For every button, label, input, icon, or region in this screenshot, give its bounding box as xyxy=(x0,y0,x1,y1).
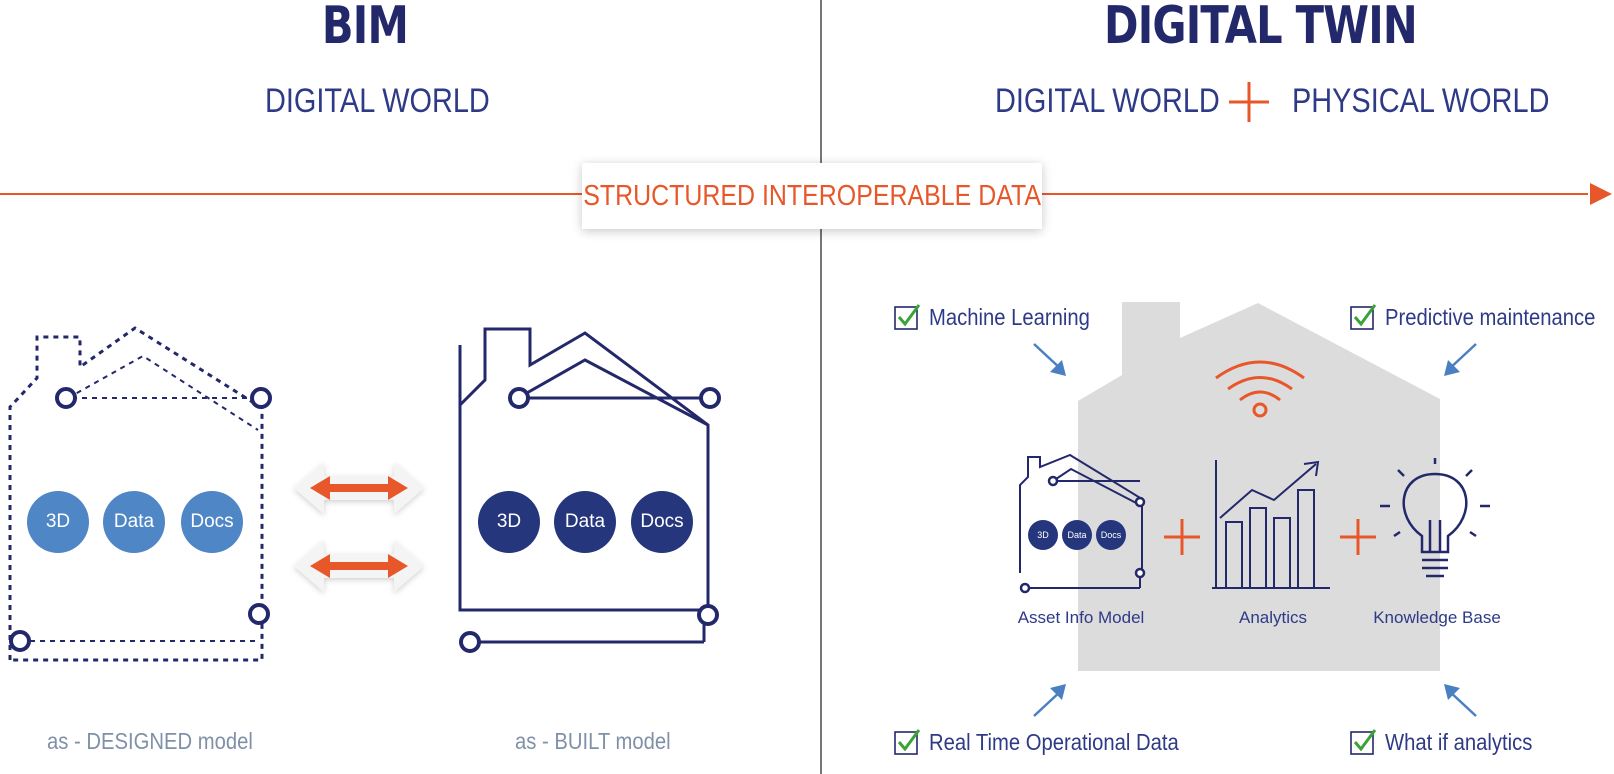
digital-twin-subtitle-digital: DIGITAL WORLD xyxy=(995,82,1220,120)
feature-machine-learning: Machine Learning xyxy=(893,303,1112,331)
arrow-icon xyxy=(1444,343,1477,376)
asset-info-model-label: Asset Info Model xyxy=(1017,608,1145,627)
interoperable-data-banner: STRUCTURED INTEROPERABLE DATA xyxy=(582,163,1042,229)
plus-icon xyxy=(1229,82,1269,122)
knowledge-base-label: Knowledge Base xyxy=(1373,608,1501,627)
built-docs-circle: Docs xyxy=(631,491,693,553)
what-if-analytics-label: What if analytics xyxy=(1385,728,1533,755)
feature-what-if-analytics: What if analytics xyxy=(1349,728,1552,756)
designed-3d-circle: 3D xyxy=(27,491,89,553)
designed-model-caption: as - DESIGNED model xyxy=(47,728,253,754)
asset-data-circle: Data xyxy=(1062,520,1092,550)
designed-house-outline xyxy=(8,326,272,662)
plus-icon xyxy=(1164,519,1200,555)
check-icon xyxy=(894,304,921,330)
designed-docs-circle: Docs xyxy=(181,491,243,553)
digital-twin-title: DIGITAL TWIN xyxy=(1104,0,1418,56)
plus-icon xyxy=(1340,519,1376,555)
feature-predictive-maintenance: Predictive maintenance xyxy=(1349,303,1614,331)
arrow-icon xyxy=(1033,343,1066,376)
banner-text: STRUCTURED INTEROPERABLE DATA xyxy=(583,179,1041,212)
arrow-icon xyxy=(1033,684,1066,717)
check-icon xyxy=(1350,304,1377,330)
check-icon xyxy=(894,729,921,755)
built-model-caption: as - BUILT model xyxy=(515,728,671,754)
machine-learning-label: Machine Learning xyxy=(929,303,1090,330)
asset-docs-circle: Docs xyxy=(1096,520,1126,550)
built-3d-circle: 3D xyxy=(478,491,540,553)
lightbulb-icon xyxy=(1380,458,1490,578)
feature-real-time-data: Real Time Operational Data xyxy=(893,728,1213,756)
wifi-icon xyxy=(1215,360,1305,418)
built-data-circle: Data xyxy=(554,491,616,553)
real-time-data-label: Real Time Operational Data xyxy=(929,728,1179,755)
designed-data-circle: Data xyxy=(103,491,165,553)
built-house-outline xyxy=(458,327,721,653)
digital-twin-subtitle-physical: PHYSICAL WORLD xyxy=(1292,82,1550,120)
double-arrow-icon xyxy=(294,462,424,592)
check-icon xyxy=(1350,729,1377,755)
digital-twin-house-shape xyxy=(1078,302,1440,671)
analytics-label: Analytics xyxy=(1238,608,1308,627)
asset-3d-circle: 3D xyxy=(1028,520,1058,550)
predictive-maintenance-label: Predictive maintenance xyxy=(1385,303,1596,330)
bar-chart-icon xyxy=(1212,460,1330,589)
bim-title: BIM xyxy=(321,0,409,56)
bim-subtitle: DIGITAL WORLD xyxy=(265,82,490,120)
vertical-divider xyxy=(820,0,822,774)
asset-model-house-icon xyxy=(1019,453,1146,594)
arrow-icon xyxy=(1444,684,1477,717)
